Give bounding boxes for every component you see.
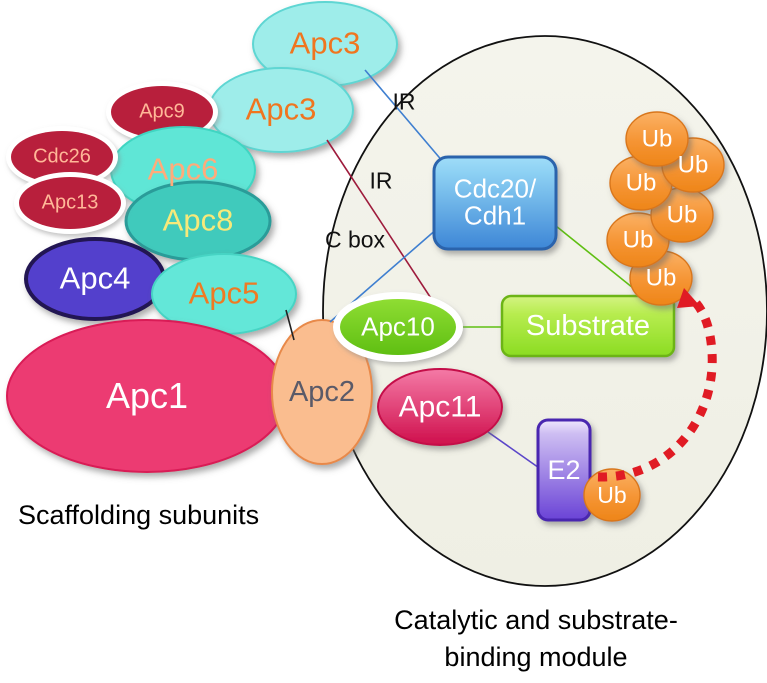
box-e2[interactable] — [536, 418, 592, 522]
node-apc11[interactable] — [377, 368, 503, 446]
node-cdc26[interactable] — [11, 131, 113, 183]
caption-catalytic-line1: Catalytic and substrate- — [394, 605, 678, 635]
ub-chain — [606, 111, 725, 306]
tag-ir-top: IR — [392, 88, 416, 115]
tag-c-box: C box — [324, 226, 386, 253]
caption-scaffolding: Scaffolding subunits — [18, 500, 260, 530]
node-apc9[interactable] — [111, 86, 213, 138]
scaffold-shapes — [6, 1, 398, 473]
link-apc5-apc2 — [285, 309, 295, 341]
box-substrate[interactable] — [500, 294, 676, 358]
node-apc13[interactable] — [19, 177, 121, 229]
node-ub-e2[interactable] — [583, 468, 641, 522]
caption-catalytic-line2: binding module — [444, 642, 628, 672]
node-apc2[interactable] — [271, 319, 373, 465]
ub-transfer-arrow — [597, 288, 717, 482]
link-apc3bot-apc10 — [326, 139, 441, 313]
link-apc11-e2 — [487, 431, 543, 471]
node-ub-1[interactable] — [625, 111, 689, 167]
node-apc10[interactable] — [340, 299, 456, 355]
tag-ir-mid: IR — [369, 167, 393, 194]
link-apc3top-cdc20 — [364, 69, 445, 164]
box-cdc20-cdh1[interactable] — [432, 155, 558, 251]
